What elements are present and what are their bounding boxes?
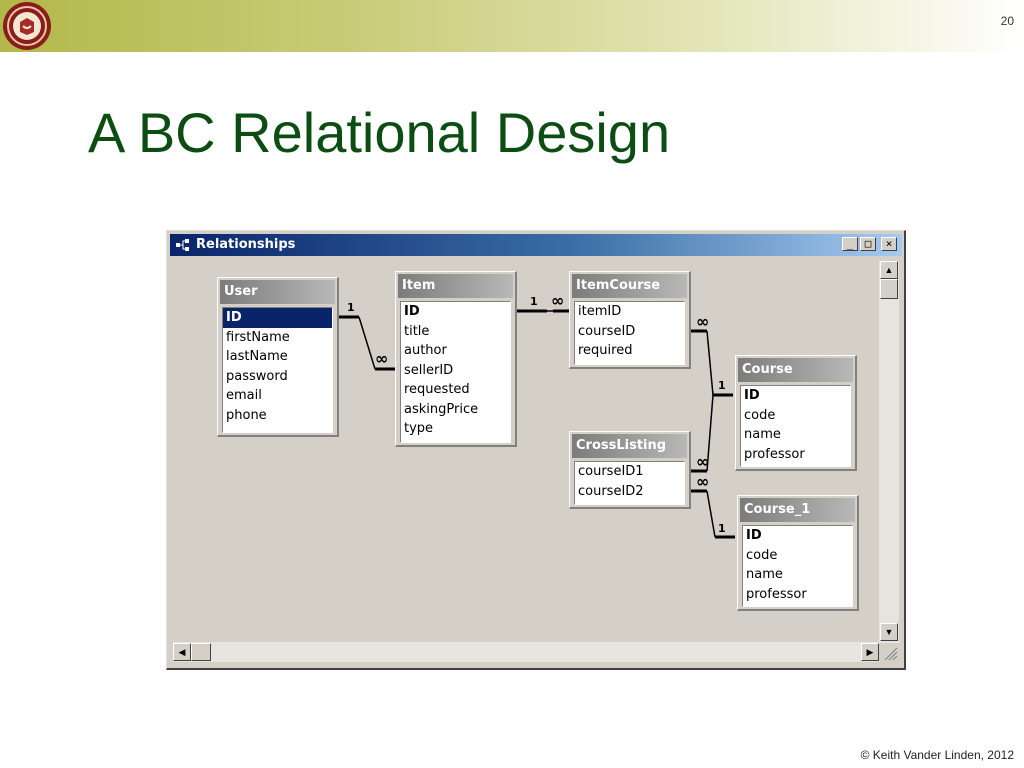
maximize-button[interactable]: □ — [860, 237, 876, 251]
field-item[interactable]: code — [744, 407, 776, 423]
cardinality-one-label: 1 — [347, 301, 355, 314]
table-title[interactable]: Course — [738, 358, 853, 382]
field-item[interactable]: required — [578, 343, 633, 358]
slide-header-bar: 20 — [0, 0, 1024, 52]
scroll-up-icon: ▲ — [884, 265, 894, 275]
relationship-crosslisting-course1[interactable]: ∞ 1 — [691, 472, 735, 539]
cardinality-many-label: ∞ — [375, 349, 388, 368]
field-item[interactable]: courseID — [578, 323, 636, 339]
field-item[interactable]: requested — [404, 382, 470, 397]
field-item[interactable]: ID — [404, 304, 420, 319]
table-title[interactable]: Item — [398, 274, 513, 298]
scroll-left-button[interactable]: ◀ — [173, 643, 191, 661]
vertical-scroll-thumb[interactable] — [880, 279, 898, 299]
field-list[interactable]: ID title author sellerID requested askin… — [400, 301, 511, 443]
field-item[interactable]: firstName — [226, 329, 290, 345]
field-item[interactable]: sellerID — [404, 362, 454, 378]
relationship-user-item[interactable]: 1 ∞ — [339, 301, 395, 371]
cardinality-one-label: 1 — [718, 522, 726, 535]
page-number: 20 — [1000, 14, 1014, 28]
field-list[interactable]: ID firstName lastName password email pho… — [222, 307, 333, 433]
slide-footer-copyright: © Keith Vander Linden, 2012 — [860, 748, 1014, 762]
field-item[interactable]: code — [746, 547, 778, 563]
field-item[interactable]: email — [226, 388, 262, 403]
window-titlebar[interactable]: Relationships _ □ × — [170, 234, 902, 256]
cardinality-many-label: ∞ — [696, 312, 709, 331]
scroll-left-icon: ◀ — [178, 647, 186, 657]
field-item[interactable]: courseID2 — [578, 483, 644, 499]
table-course[interactable]: Course ID code name professor — [735, 355, 857, 471]
table-crosslisting[interactable]: CrossListing courseID1 courseID2 — [569, 431, 691, 509]
field-item[interactable]: author — [404, 343, 447, 358]
app-logo-seal — [3, 2, 51, 50]
horizontal-scrollbar[interactable]: ◀ ▶ — [173, 642, 879, 662]
field-item[interactable]: professor — [744, 446, 805, 462]
cardinality-many-label: ∞ — [696, 472, 709, 491]
relationship-itemcourse-course[interactable]: ∞ 1 — [691, 312, 733, 397]
window-title: Relationships — [196, 237, 296, 252]
cardinality-one-label: 1 — [718, 379, 726, 392]
table-title[interactable]: CrossListing — [572, 434, 687, 458]
minimize-button[interactable]: _ — [842, 237, 858, 251]
field-item[interactable]: ID — [746, 528, 762, 543]
table-title[interactable]: ItemCourse — [572, 274, 687, 298]
field-item[interactable]: professor — [746, 586, 807, 602]
relationships-canvas[interactable]: 1 ∞ 1 ∞ ∞ 1 ∞ — [173, 259, 879, 639]
cardinality-one-label: 1 — [530, 295, 538, 308]
relationship-lines: 1 ∞ 1 ∞ ∞ 1 ∞ — [339, 291, 735, 539]
maximize-icon: □ — [864, 237, 872, 250]
field-item[interactable]: askingPrice — [404, 401, 479, 417]
relationship-item-itemcourse[interactable]: 1 ∞ — [517, 291, 571, 313]
table-title[interactable]: Course_1 — [740, 498, 855, 522]
table-itemcourse[interactable]: ItemCourse itemID courseID required — [569, 271, 691, 369]
relationships-window[interactable]: Relationships _ □ × 1 ∞ 1 — [166, 230, 906, 670]
field-item[interactable]: type — [404, 421, 434, 436]
field-list[interactable]: ID code name professor — [742, 525, 853, 607]
horizontal-scroll-thumb[interactable] — [191, 643, 211, 661]
minimize-icon: _ — [846, 237, 854, 250]
cardinality-many-label: ∞ — [696, 452, 709, 471]
field-item[interactable]: name — [744, 427, 781, 442]
table-item[interactable]: Item ID title author sellerID requested … — [395, 271, 517, 447]
field-list[interactable]: courseID1 courseID2 — [574, 461, 685, 505]
scroll-right-icon: ▶ — [866, 647, 874, 657]
field-list[interactable]: ID code name professor — [740, 385, 851, 467]
table-user[interactable]: User ID firstName lastName password emai… — [217, 277, 339, 437]
relationship-crosslisting-course[interactable]: ∞ — [691, 394, 714, 473]
scroll-down-button[interactable]: ▼ — [880, 623, 898, 641]
table-course-1[interactable]: Course_1 ID code name professor — [737, 495, 859, 611]
field-item[interactable]: title — [404, 323, 430, 339]
relationships-window-icon — [176, 239, 189, 251]
field-item[interactable]: courseID1 — [578, 464, 644, 479]
close-button[interactable]: × — [881, 237, 897, 251]
slide-title: A BC Relational Design — [88, 101, 671, 164]
field-list[interactable]: itemID courseID required — [574, 301, 685, 365]
field-item[interactable]: itemID — [578, 304, 622, 319]
scroll-up-button[interactable]: ▲ — [880, 261, 898, 279]
field-item[interactable]: name — [746, 567, 783, 582]
scroll-down-icon: ▼ — [884, 627, 894, 637]
scroll-right-button[interactable]: ▶ — [861, 643, 879, 661]
field-item[interactable]: phone — [226, 407, 267, 423]
table-title[interactable]: User — [220, 280, 335, 304]
field-item[interactable]: ID — [744, 388, 760, 403]
cardinality-many-label: ∞ — [551, 291, 564, 310]
field-item[interactable]: password — [226, 368, 288, 384]
vertical-scrollbar[interactable]: ▲ ▼ — [879, 261, 899, 643]
close-icon: × — [885, 237, 893, 250]
field-item[interactable]: ID — [223, 308, 332, 328]
resize-grip-icon[interactable] — [881, 644, 899, 662]
field-item[interactable]: lastName — [226, 349, 288, 364]
